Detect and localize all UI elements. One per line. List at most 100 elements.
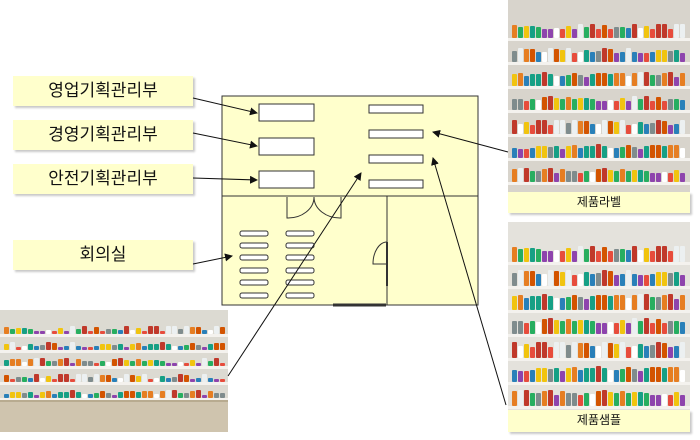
product-item	[220, 343, 225, 350]
product-item	[196, 390, 201, 398]
product-item	[602, 25, 607, 38]
product-item	[554, 395, 559, 406]
product-item	[674, 321, 679, 334]
product-item	[572, 321, 577, 334]
product-item	[190, 343, 195, 350]
product-item	[560, 342, 565, 358]
product-item	[166, 363, 171, 366]
product-item	[560, 272, 565, 286]
product-item	[94, 327, 99, 334]
product-item	[596, 273, 601, 286]
product-item	[614, 122, 619, 134]
product-item	[112, 378, 117, 382]
product-item	[608, 29, 613, 38]
product-item	[136, 328, 141, 334]
product-item	[626, 347, 631, 358]
product-item	[578, 370, 583, 382]
product-item	[148, 326, 153, 334]
product-item	[554, 76, 559, 86]
product-item	[34, 346, 39, 350]
product-item	[680, 275, 685, 286]
product-item	[614, 27, 619, 38]
product-item	[638, 28, 643, 38]
product-item	[118, 378, 123, 382]
product-item	[602, 390, 607, 406]
product-item	[632, 274, 637, 286]
product-item	[518, 390, 523, 406]
product-item	[560, 321, 565, 334]
product-item	[518, 168, 523, 182]
product-item	[82, 347, 87, 350]
product-item	[674, 50, 679, 62]
product-item	[578, 24, 583, 38]
product-item	[560, 298, 565, 310]
product-item	[524, 371, 529, 382]
product-item	[76, 346, 81, 350]
product-item	[596, 73, 601, 86]
product-item	[596, 251, 601, 262]
product-item	[614, 275, 619, 286]
product-item	[40, 331, 45, 334]
product-item	[542, 52, 547, 62]
product-item	[668, 125, 673, 134]
product-item	[40, 345, 45, 350]
product-item	[154, 344, 159, 350]
product-item	[130, 361, 135, 366]
product-item	[662, 101, 667, 110]
product-item	[190, 327, 195, 334]
product-item	[584, 50, 589, 62]
product-item	[118, 358, 123, 366]
product-item	[124, 360, 129, 366]
product-item	[560, 371, 565, 382]
product-item	[542, 294, 547, 310]
product-item	[656, 367, 661, 382]
product-item	[620, 98, 625, 110]
shelf	[508, 406, 690, 409]
product-item	[656, 24, 661, 38]
product-item	[542, 251, 547, 262]
product-item	[554, 28, 559, 38]
product-item	[554, 250, 559, 262]
product-item	[548, 296, 553, 310]
product-item	[608, 251, 613, 262]
product-item	[554, 271, 559, 286]
product-item	[178, 393, 183, 398]
product-item	[4, 344, 9, 350]
product-item	[542, 368, 547, 382]
product-item	[518, 99, 523, 110]
product-item	[46, 342, 51, 350]
product-item	[638, 392, 643, 406]
product-item	[596, 346, 601, 358]
meeting-table	[285, 279, 315, 286]
shelf	[508, 286, 690, 289]
product-item	[536, 120, 541, 134]
product-item	[590, 124, 595, 134]
product-item	[112, 395, 117, 398]
product-item	[524, 390, 529, 406]
product-item	[154, 326, 159, 334]
product-item	[668, 145, 673, 158]
meeting-table	[285, 230, 315, 237]
product-item	[548, 168, 553, 182]
product-item	[572, 295, 577, 310]
shelf	[0, 398, 228, 401]
product-item	[668, 173, 673, 182]
product-item	[184, 393, 189, 398]
product-item	[76, 359, 81, 366]
product-item	[638, 321, 643, 334]
product-item	[548, 29, 553, 38]
product-item	[644, 171, 649, 182]
product-item	[190, 391, 195, 398]
product-item	[512, 342, 517, 358]
product-item	[566, 297, 571, 310]
product-item	[46, 376, 51, 382]
product-item	[680, 173, 685, 182]
product-item	[596, 366, 601, 382]
product-item	[548, 318, 553, 334]
product-item	[52, 331, 57, 334]
product-item	[524, 101, 529, 110]
product-item	[572, 393, 577, 406]
product-item	[548, 347, 553, 358]
product-item	[524, 49, 529, 62]
product-item	[590, 146, 595, 158]
